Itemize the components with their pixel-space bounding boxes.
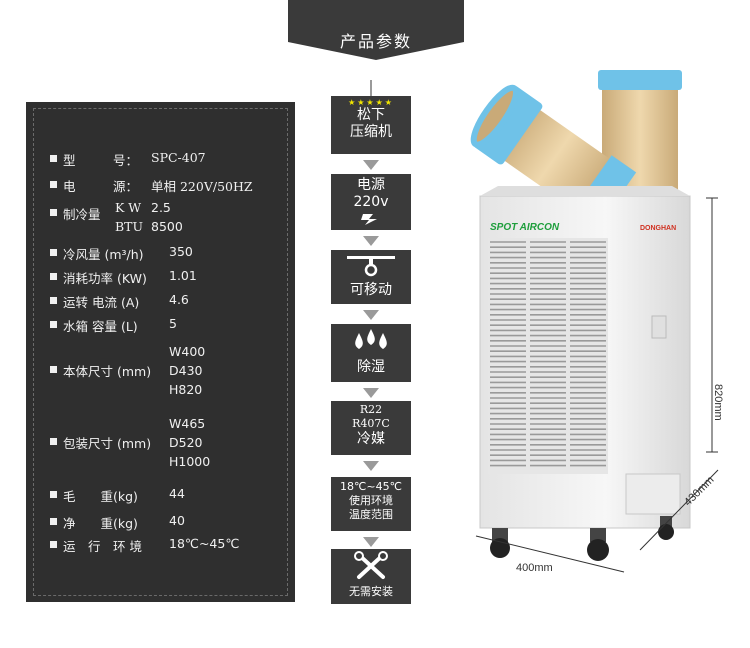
bullet-icon [50,209,57,216]
logo-label: DONGHAN [640,225,676,232]
spec-package-size: 包装尺寸 (mm) W465 D520 H1000 [50,414,210,471]
vertical-duct-cap [598,70,682,90]
bullet-icon [50,297,57,304]
product-image: SPOT AIRCON DONGHAN [470,70,719,573]
feature-install: 无需安装 [331,549,411,604]
stars-icon: ★★★★★ [348,98,394,107]
spec-model: 型 号： SPC-407 [50,150,206,169]
feature-compressor: ★★★★★ 松下 压缩机 [331,96,411,154]
bullet-icon [50,273,57,280]
cooling-unit-kw: K W [115,200,142,215]
depth-dimension-line [639,469,719,551]
bullet-icon [50,491,57,498]
spec-panel: 型 号： SPC-407 电 源： 单相 220V/50HZ 制冷量 K W B… [26,102,295,602]
arrow-down-icon [363,160,379,170]
spec-power: 电 源： 单相 220V/50HZ [50,176,253,195]
bullet-icon [50,438,57,445]
feature-temperature: 18℃~45℃ 使用环境 温度范围 [331,477,411,531]
grille-slats [490,241,606,467]
caster-icon [347,256,395,277]
feature-dehumidify: 除湿 [331,324,411,382]
feature-mobile: 可移动 [331,250,411,304]
bullet-icon [50,541,57,548]
connector-line [370,80,372,104]
feature-refrigerant: R22 R407C 冷媒 [331,401,411,455]
brand-label: SPOT AIRCON [490,222,560,233]
unit-top [480,186,690,196]
arrow-down-icon [363,388,379,398]
spec-cooling: 制冷量 K W BTU 2.5 8500 [50,198,183,236]
width-dimension-line [475,535,625,573]
bullet-icon [50,249,57,256]
cooling-unit-btu: BTU [115,219,144,234]
bullet-icon [50,155,57,162]
spec-body-size: 本体尺寸 (mm) W400 D430 H820 [50,342,205,399]
cooling-value-kw: 2.5 [151,200,171,215]
bullet-icon [50,366,57,373]
lightning-icon [361,214,377,225]
page-title: 产品参数 [339,32,412,51]
spec-tank: 水箱 容量 (L) 5 [50,316,177,335]
bullet-icon [50,181,57,188]
arrow-down-icon [363,537,379,547]
bullet-icon [50,321,57,328]
cooling-value-btu: 8500 [151,219,183,234]
arrow-down-icon [363,236,379,246]
arrow-down-icon [363,461,379,471]
spec-consumption: 消耗功率 (KW) 1.01 [50,268,197,287]
tools-icon [354,551,388,579]
water-tank [625,473,681,515]
spec-gross-weight: 毛 重(kg) 44 [50,486,185,505]
spec-net-weight: 净 重(kg) 40 [50,513,185,532]
height-dimension-label: 820mm [712,384,724,421]
spec-environment: 运 行 环 境 18℃~45℃ [50,536,239,555]
spec-airflow: 冷风量 (m³/h) 350 [50,244,193,263]
arrow-down-icon [363,310,379,320]
spec-panel-border [33,108,288,596]
spec-current: 运转 电流 (A) 4.6 [50,292,189,311]
water-drops-icon [355,329,387,349]
width-dimension-label: 400mm [516,562,553,574]
feature-power: 电源 220v [331,174,411,230]
bullet-icon [50,518,57,525]
side-handle [651,315,667,339]
